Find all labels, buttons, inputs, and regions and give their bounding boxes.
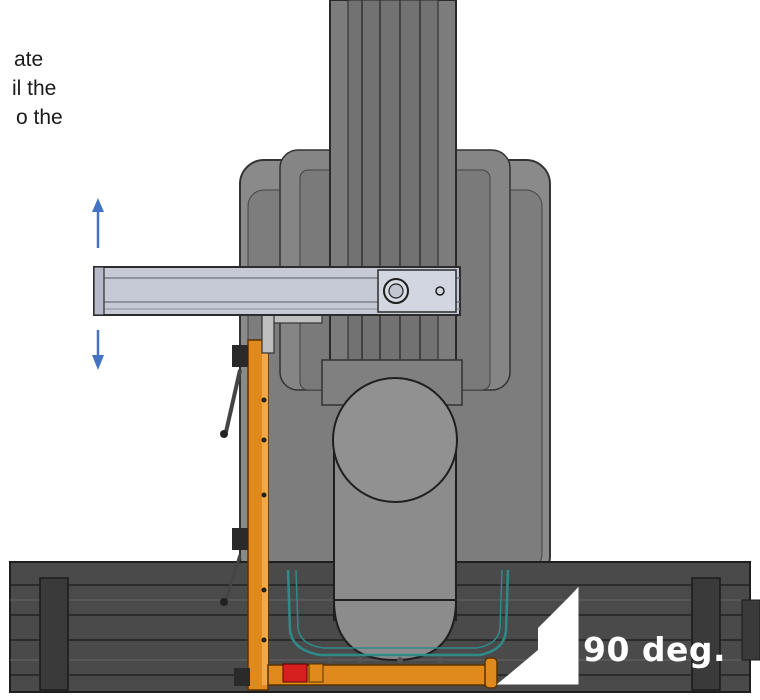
instruction-line-2: il the xyxy=(12,77,57,100)
orange-bracket xyxy=(220,339,498,691)
arrow-up-icon xyxy=(92,198,104,248)
instruction-line-3: o the xyxy=(16,106,63,129)
horizontal-arm xyxy=(93,266,461,316)
right-angle-marker xyxy=(496,586,579,685)
pestle xyxy=(332,377,458,662)
wire-basket xyxy=(286,569,510,657)
angle-badge: 90 deg. xyxy=(583,630,727,669)
instruction-line-1: ate xyxy=(14,48,44,71)
vertical-column xyxy=(329,0,457,381)
arrow-down-icon xyxy=(92,330,104,370)
